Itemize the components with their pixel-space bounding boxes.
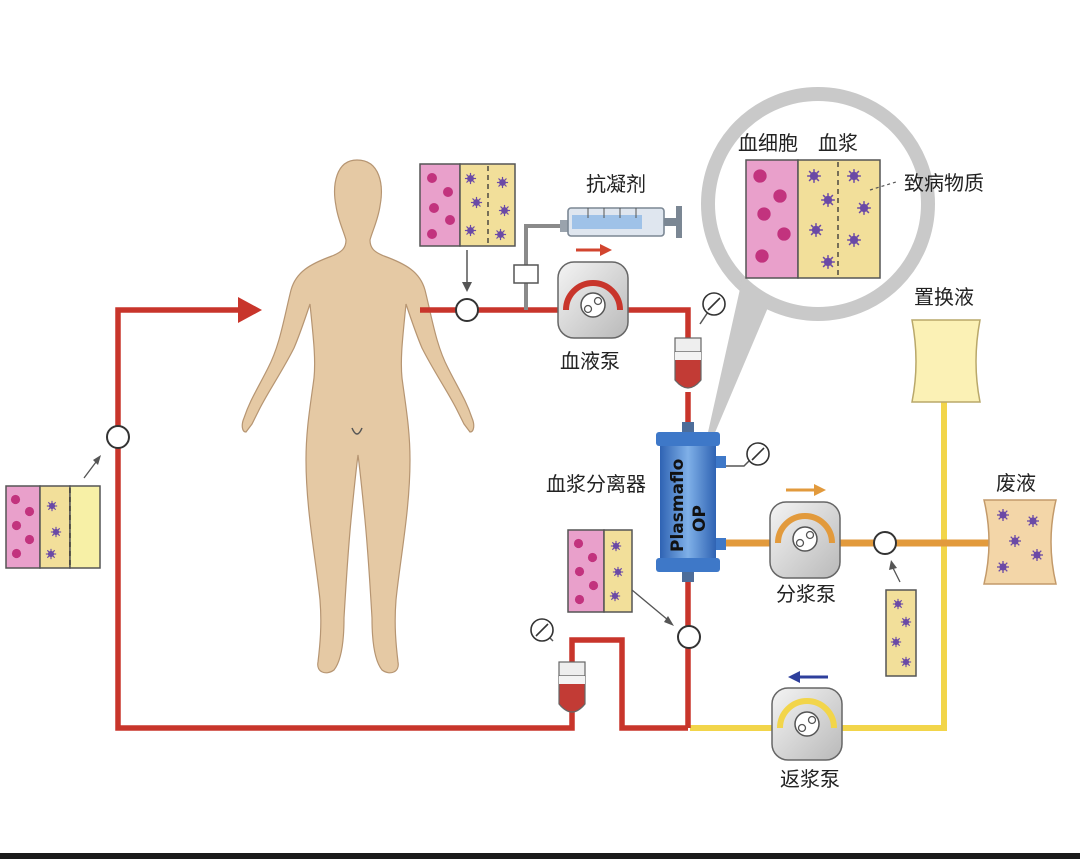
pressure-gauge-icon: [699, 292, 726, 325]
sample-point: [677, 625, 701, 649]
device-name-line1: Plasmaflo: [668, 459, 688, 552]
blood-pump-label: 血液泵: [560, 349, 620, 373]
flow-arrow-icon: [788, 671, 800, 683]
replacement-fluid-bag: [911, 319, 981, 403]
plasma-separator-label: 血浆分离器: [546, 472, 646, 496]
pressure-gauge-icon: [720, 442, 770, 467]
sample-inset: [419, 163, 516, 292]
sample-point: [106, 425, 130, 449]
pump-icon: [794, 711, 820, 737]
plasma-separator: Plasmaflo OP: [656, 422, 726, 582]
pump-icon: [792, 526, 818, 552]
sample-point: [455, 298, 479, 322]
flow-arrow-icon: [600, 244, 612, 256]
waste-bag: [983, 499, 1057, 585]
pump-icon: [580, 292, 606, 318]
drip-chamber-icon: [674, 337, 702, 389]
blood-circuit: [115, 307, 691, 731]
sample-inset: [5, 455, 101, 569]
anticoagulant-label: 抗凝剂: [586, 172, 646, 196]
magnifier-icon: [700, 87, 935, 468]
replacement-fluid-label: 置换液: [914, 285, 974, 309]
bottom-divider: [0, 853, 1080, 859]
flow-arrow-icon: [238, 297, 262, 323]
sample-point: [873, 531, 897, 555]
waste-fluid-label: 废液: [996, 471, 1036, 495]
pressure-gauge-icon: [530, 618, 554, 642]
return-pump-label: 返浆泵: [780, 767, 840, 791]
flow-arrow-icon: [814, 484, 826, 496]
drip-chamber-icon: [558, 661, 586, 713]
human-body: [241, 159, 475, 674]
plasma-pump: [769, 484, 841, 579]
blood-cells-label: 血细胞: [738, 131, 798, 155]
syringe-icon: [560, 206, 682, 238]
sample-inset: [885, 560, 917, 677]
sample-inset: [567, 529, 674, 626]
plasma-label: 血浆: [818, 131, 858, 155]
pathogenic-substance-label: 致病物质: [904, 171, 984, 195]
plasma-pump-label: 分浆泵: [776, 582, 836, 606]
magnified-panel: [745, 159, 897, 279]
return-pump: [771, 671, 843, 761]
blood-pump: [557, 244, 629, 339]
device-name-line2: OP: [690, 505, 710, 532]
